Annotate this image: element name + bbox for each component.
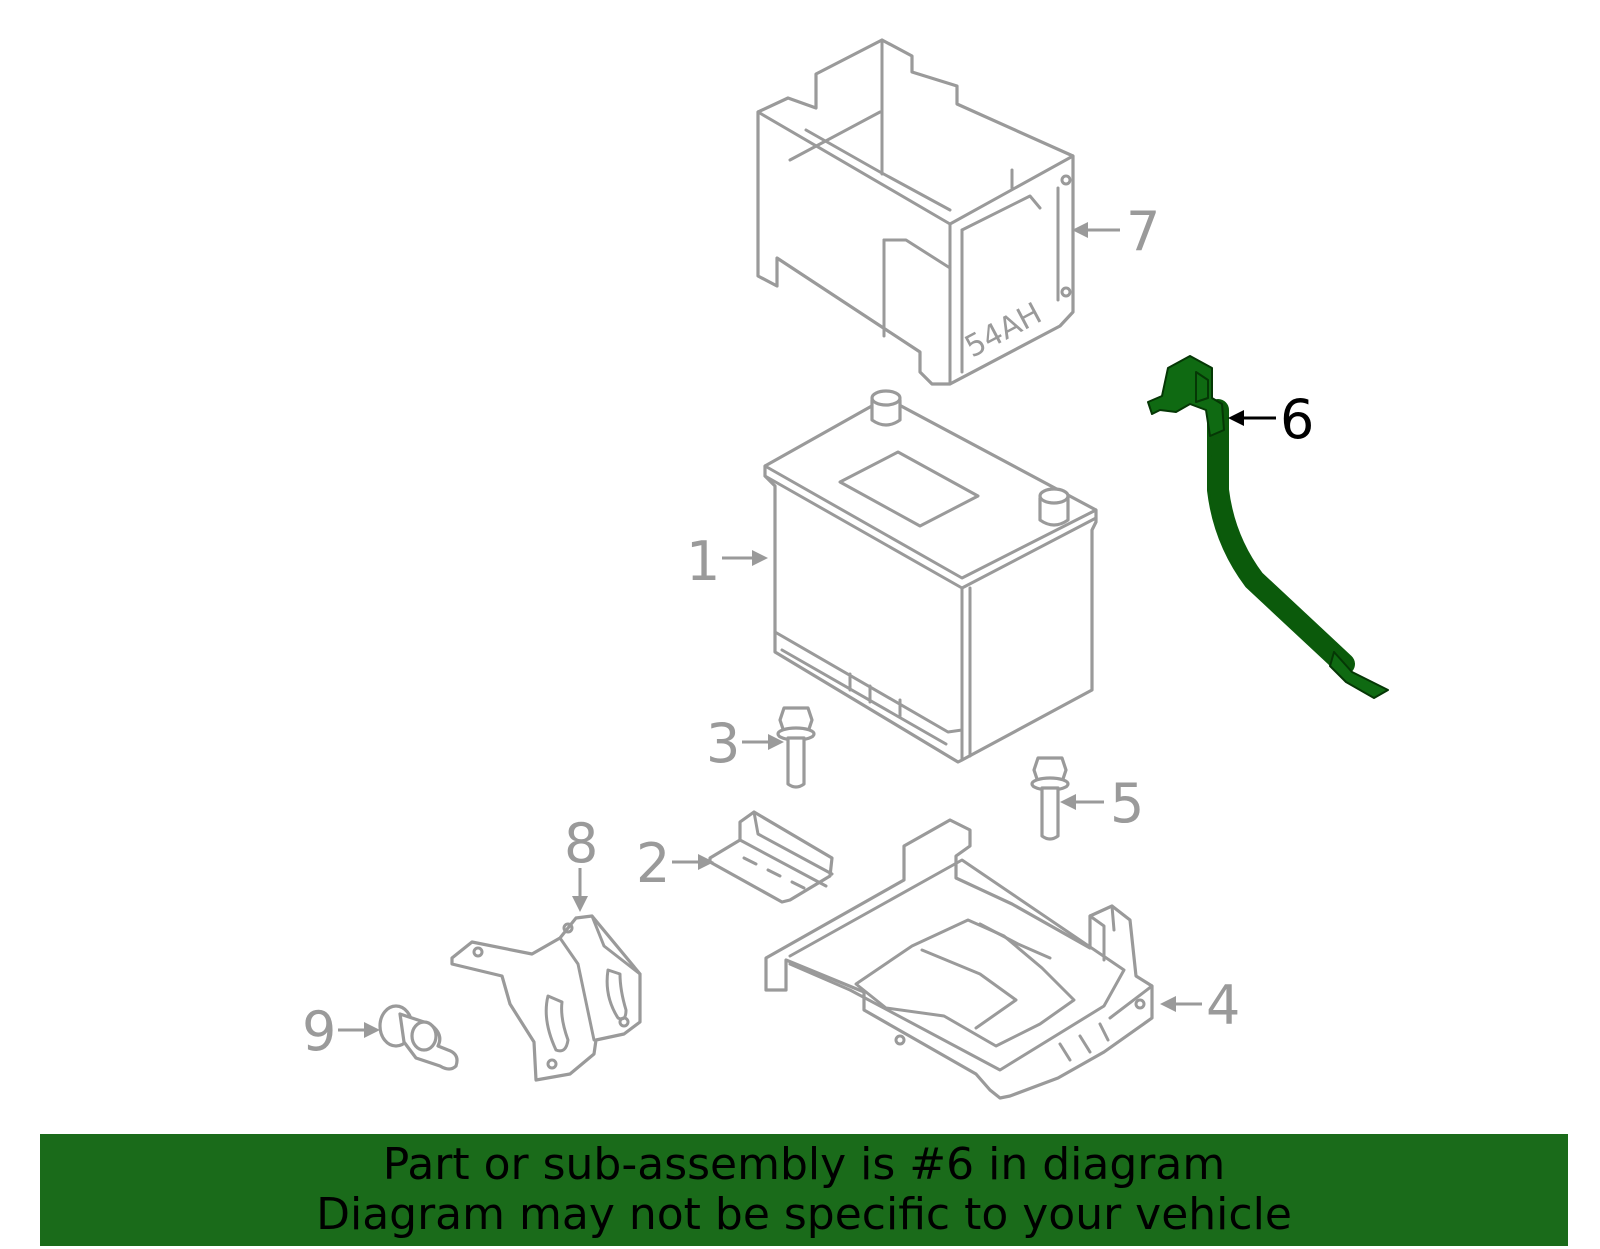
part-2-bracket [708,810,834,904]
callout-7: 7 [1072,200,1160,263]
callout-6: 6 [1228,388,1314,451]
callout-4: 4 [1160,974,1240,1037]
banner-line-part-number: Part or sub-assembly is #6 in diagram [382,1139,1226,1190]
callout-number-6: 6 [1280,388,1314,451]
part-4-battery-tray [764,818,1154,1100]
callout-number-3: 3 [706,712,740,775]
callout-8: 8 [564,812,598,912]
callout-5: 5 [1060,772,1144,835]
callout-number-4: 4 [1206,974,1240,1037]
callout-number-5: 5 [1110,772,1144,835]
callout-1: 1 [686,530,768,593]
callout-3: 3 [706,712,784,775]
callout-number-1: 1 [686,530,720,593]
part-6-cable [1147,355,1389,699]
part-5-bolt [1030,756,1070,841]
callout-number-2: 2 [636,832,670,895]
part-1-battery [763,389,1098,764]
callout-number-8: 8 [564,812,598,875]
part-9-bolt [378,1004,459,1071]
callout-2: 2 [636,832,714,895]
info-banner: Part or sub-assembly is #6 in diagram Di… [40,1134,1568,1246]
callout-9: 9 [302,1000,380,1063]
part-3-bolt [776,706,816,789]
banner-line-disclaimer: Diagram may not be specific to your vehi… [316,1189,1292,1240]
callout-number-7: 7 [1126,200,1160,263]
part-7-battery-cover: 54AH [756,38,1075,386]
callout-number-9: 9 [302,1000,336,1063]
part-8-support-bracket [450,914,642,1082]
